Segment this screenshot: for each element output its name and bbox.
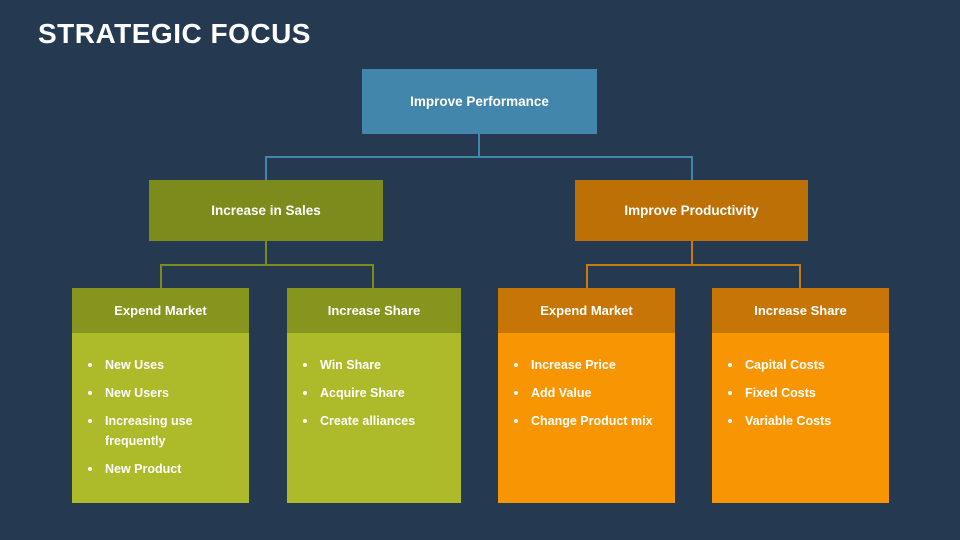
bullet-icon xyxy=(303,391,307,395)
list-item-text: New Uses xyxy=(105,358,165,372)
card-header: Expend Market xyxy=(498,288,675,333)
list-item-text: Fixed Costs xyxy=(745,386,816,400)
bullet-icon xyxy=(728,363,732,367)
list-item-text: New Product xyxy=(105,462,182,476)
list-item: Acquire Share xyxy=(303,383,453,403)
list-item: Create alliances xyxy=(303,411,453,431)
list-item-text: Add Value xyxy=(531,386,592,400)
card-sales-increase-share: Increase Share Win Share Acquire Share C… xyxy=(287,288,461,503)
list-item: Add Value xyxy=(514,383,667,403)
card-productivity-expend-market: Expend Market Increase Price Add Value C… xyxy=(498,288,675,503)
card-header: Expend Market xyxy=(72,288,249,333)
list-item: Win Share xyxy=(303,355,453,375)
connector-sales-crossbar xyxy=(160,264,374,266)
list-item-text: Increasing use frequently xyxy=(105,414,193,448)
bullet-icon xyxy=(88,419,92,423)
list-item: Capital Costs xyxy=(728,355,881,375)
card-body: Increase Price Add Value Change Product … xyxy=(498,333,675,503)
connector-sales-stem xyxy=(265,241,267,265)
bullet-icon xyxy=(514,419,518,423)
list-item: Variable Costs xyxy=(728,411,881,431)
bullet-icon xyxy=(88,391,92,395)
list-item-text: Capital Costs xyxy=(745,358,825,372)
list-item: New Users xyxy=(88,383,241,403)
card-body: Win Share Acquire Share Create alliances xyxy=(287,333,461,503)
connector-sales-drop-left xyxy=(160,264,162,288)
list-item: Change Product mix xyxy=(514,411,667,431)
bullet-icon xyxy=(728,419,732,423)
list-item-text: Increase Price xyxy=(531,358,616,372)
connector-root-drop-right xyxy=(691,156,693,180)
slide-title: STRATEGIC FOCUS xyxy=(38,18,311,49)
bullet-icon xyxy=(514,363,518,367)
list-item-text: Acquire Share xyxy=(320,386,405,400)
bullet-icon xyxy=(728,391,732,395)
connector-productivity-crossbar xyxy=(586,264,801,266)
bullet-icon xyxy=(303,419,307,423)
list-item: Increase Price xyxy=(514,355,667,375)
list-item-text: Change Product mix xyxy=(531,414,653,428)
card-sales-expend-market: Expend Market New Uses New Users Increas… xyxy=(72,288,249,503)
connector-root-drop-left xyxy=(265,156,267,180)
connector-productivity-drop-left xyxy=(586,264,588,288)
connector-root-stem xyxy=(478,134,480,158)
card-header: Increase Share xyxy=(287,288,461,333)
card-productivity-increase-share: Increase Share Capital Costs Fixed Costs… xyxy=(712,288,889,503)
connector-sales-drop-right xyxy=(372,264,374,288)
card-body: Capital Costs Fixed Costs Variable Costs xyxy=(712,333,889,503)
bullet-icon xyxy=(88,467,92,471)
card-header: Increase Share xyxy=(712,288,889,333)
connector-productivity-stem xyxy=(691,241,693,265)
list-item: New Uses xyxy=(88,355,241,375)
node-improve-productivity: Improve Productivity xyxy=(575,180,808,241)
connector-productivity-drop-right xyxy=(799,264,801,288)
list-item: Fixed Costs xyxy=(728,383,881,403)
bullet-icon xyxy=(514,391,518,395)
bullet-list: Increase Price Add Value Change Product … xyxy=(514,355,667,431)
bullet-list: Capital Costs Fixed Costs Variable Costs xyxy=(728,355,881,431)
connector-root-crossbar xyxy=(265,156,693,158)
bullet-icon xyxy=(88,363,92,367)
bullet-list: Win Share Acquire Share Create alliances xyxy=(303,355,453,431)
list-item: New Product xyxy=(88,459,241,479)
list-item: Increasing use frequently xyxy=(88,411,241,451)
list-item-text: New Users xyxy=(105,386,169,400)
list-item-text: Win Share xyxy=(320,358,382,372)
bullet-icon xyxy=(303,363,307,367)
card-body: New Uses New Users Increasing use freque… xyxy=(72,333,249,503)
node-improve-performance: Improve Performance xyxy=(362,69,597,134)
bullet-list: New Uses New Users Increasing use freque… xyxy=(88,355,241,479)
list-item-text: Variable Costs xyxy=(745,414,832,428)
node-increase-in-sales: Increase in Sales xyxy=(149,180,383,241)
list-item-text: Create alliances xyxy=(320,414,416,428)
